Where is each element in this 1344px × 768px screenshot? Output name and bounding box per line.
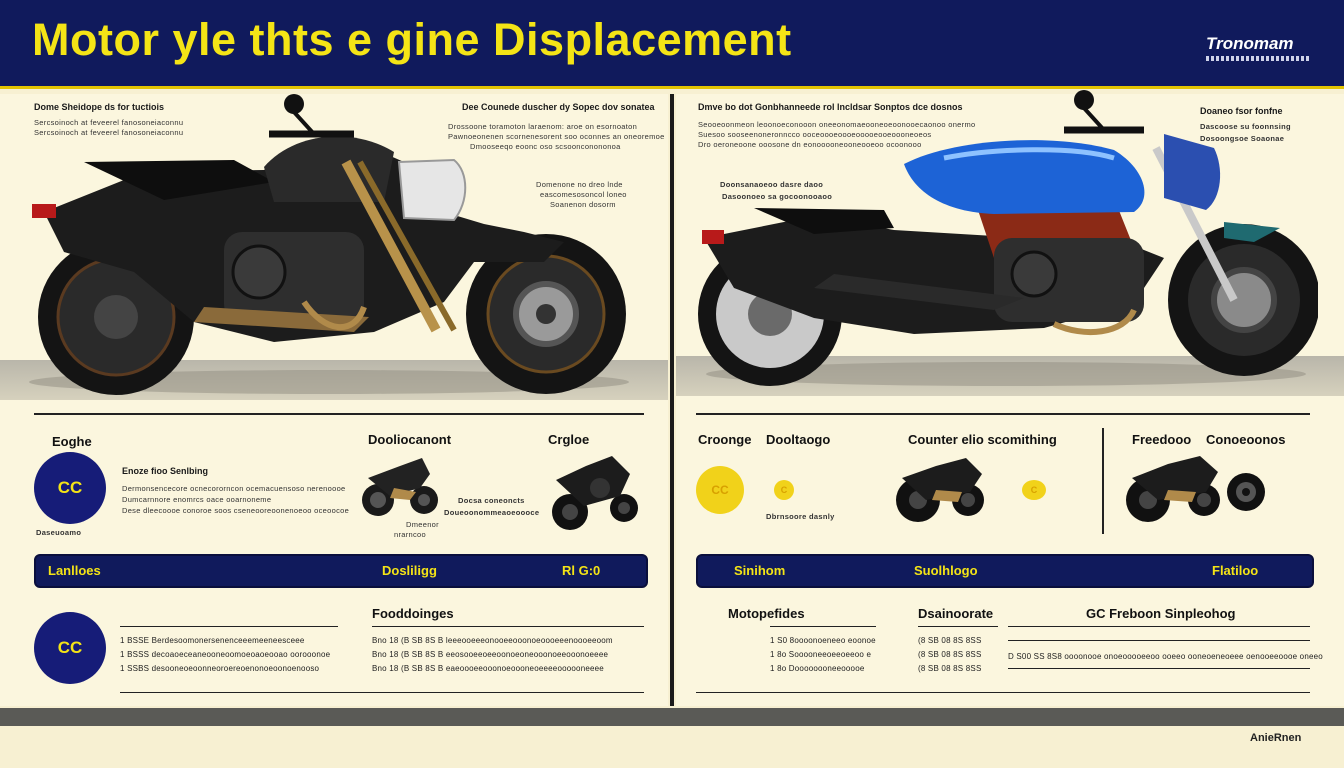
left-callout-line: Domenone no dreo lnde	[536, 180, 623, 189]
label-freedom: Freedooo	[1132, 432, 1192, 447]
list-bottom-rule	[696, 692, 1310, 693]
lower-head-3: GC Freboon Sinpleohog	[1086, 606, 1236, 621]
panel-divider	[670, 94, 674, 706]
page-title: Motor yle thts e gine Displacement	[32, 14, 792, 65]
list-rule	[1008, 626, 1310, 627]
left-top-text-2: Sercsoinoch at feveerel fanosoneiaconnu	[34, 128, 184, 137]
cc-badge-yellow: CC	[696, 466, 744, 514]
bar-right-label: Rl G:0	[562, 563, 601, 578]
list-bottom-rule	[120, 692, 644, 693]
brand-tagline-decoration	[1206, 56, 1310, 61]
bike-caption-a: Dmeenor	[406, 520, 439, 529]
label-displacement: Dooliocanont	[368, 432, 452, 447]
bar-right-label: Flatiloo	[1212, 563, 1259, 578]
right-callout-line: Dasoonoeo sa gocoonooaoo	[722, 192, 833, 201]
right-top-line: Suesoo sooseenoneronncco ooceoooeoooeooo…	[698, 130, 932, 139]
label-engine: Eoghe	[52, 434, 92, 449]
list-row: 1 S0 8oooonoeneeo eoonoe	[770, 636, 876, 645]
motorcycle-small-icon-2	[552, 456, 638, 530]
cc-badge-text: CC	[57, 478, 83, 497]
right-top-right-heading: Doaneo fsor fonfne	[1200, 106, 1283, 116]
list-rule	[1008, 640, 1310, 641]
coin-icon-2-text: C	[1030, 485, 1038, 495]
motorcycle-black-icon	[29, 94, 629, 395]
bike-callout-line: Doueoonommeaoeoooce	[444, 508, 540, 517]
list-heading: Fooddoinges	[372, 606, 454, 621]
bar-left-label: Sinihom	[734, 563, 786, 578]
list-row: (8 SB 08 8S 8SS	[918, 664, 982, 673]
engine-desc-line: Dese dleecoooe conoroe soos cseneooreoon…	[122, 506, 350, 515]
left-top-heading: Dome Sheidope ds for tuctiois	[34, 102, 165, 112]
left-top-right-line: Drossoone toramoton laraenom: aroe on es…	[448, 122, 638, 131]
bar-mid-label: Dosliligg	[382, 563, 437, 578]
right-top-line: Seooeoonmeon leoonoeconooon oneeonomaeoo…	[698, 120, 976, 129]
brand-logo: Tronomam	[1206, 34, 1294, 53]
right-top-right-line: Dosoongsoe Soaonae	[1200, 134, 1285, 143]
list-row: D S00 SS 8S8 oooonooe onoeooooeeoo ooeeo…	[1008, 652, 1323, 661]
coin-icon: C	[774, 480, 794, 500]
lower-head-1: Motopefides	[728, 606, 805, 621]
bike-caption-b: nrarncoo	[394, 530, 427, 539]
list-rule-2	[372, 626, 644, 627]
cc-badge: CC	[34, 452, 106, 524]
cc-badge-2-text: CC	[57, 638, 83, 657]
motorcycle-small-icon-4	[1126, 456, 1220, 522]
header-bar	[0, 0, 1344, 89]
right-callout-line: Doonsanaoeoo dasre daoo	[720, 180, 824, 189]
right-info-bar: Sinihom Suolhlogo Flatiloo	[696, 554, 1314, 588]
right-top-heading: Dmve bo dot Gonbhanneede rol lncldsar So…	[698, 102, 963, 112]
right-top-right-line: Dascoose su foonnsing	[1200, 122, 1291, 131]
list-rule	[918, 626, 998, 627]
motorcycle-small-icon-3	[896, 458, 984, 522]
bike-callout-line: Docsa coneoncts	[458, 496, 525, 505]
list-row: 1 8o Doooooooneeooooe	[770, 664, 865, 673]
right-divider-rule	[696, 413, 1310, 415]
list-row: 1 SSBS desooneoeoonneoroereoenonoeoonoen…	[120, 664, 320, 673]
label-engine-2: Crgloe	[548, 432, 590, 447]
left-top-text: Sercsoinoch at feveerel fanosoneiaconnu	[34, 118, 184, 127]
footer-signature: AnieRnen	[1250, 732, 1302, 744]
bar-mid-label: Suolhlogo	[914, 563, 978, 578]
coin-icon-text: C	[780, 485, 788, 495]
cc-badge-2: CC	[34, 612, 106, 684]
cc-caption: Daseuoamo	[36, 528, 82, 537]
label-counter: Counter elio scomithing	[908, 432, 1057, 447]
left-callout-line: Soanenon dosorm	[550, 200, 616, 209]
motorcycle-small-icon	[362, 458, 438, 516]
cc-badge-yellow-text: CC	[711, 483, 729, 497]
vertical-rule	[1102, 428, 1104, 534]
right-cc-caption: Dbrnsoore dasnly	[766, 512, 835, 521]
engine-desc-line: Dermonsencecore ocnecororncon ocemacuens…	[122, 484, 346, 493]
label-boost: Dooltaogo	[766, 432, 831, 447]
left-top-right-line: Dmooseeqo eoonc oso scsoonconononoa	[470, 142, 621, 151]
right-top-line: Dro oeroneoone ooosone dn eonooooneooneo…	[698, 140, 922, 149]
list-row: Bno 18 (B SB 8S B eaeoooeeooonoeoooneoee…	[372, 664, 604, 673]
engine-desc-title: Enoze fioo Senlbing	[122, 466, 208, 476]
motorcycle-blue-icon	[698, 90, 1318, 386]
list-row: Bno 18 (B SB 8S B eeosooeeoeeoonoeoneooo…	[372, 650, 609, 659]
left-callout-line: eascomesosoncol loneo	[540, 190, 627, 199]
wheel-icon	[1227, 473, 1265, 511]
label-connections: Conoeoonos	[1206, 432, 1286, 447]
list-row: 1 BSSE Berdesoomonersenenceeemeeneesceee	[120, 636, 305, 645]
list-row: 1 BSSS decoaoeceaneooneoomoeoaoeooao oor…	[120, 650, 331, 659]
list-rule	[120, 626, 338, 627]
label-change: Croonge	[698, 432, 752, 447]
list-row: (8 SB 08 8S 8SS	[918, 650, 982, 659]
left-top-right-line: Pawnoeonenen scornenesorent soo oconnes …	[448, 132, 665, 141]
lower-head-2: Dsainoorate	[918, 606, 994, 621]
left-top-right-heading: Dee Counede duscher dy Sopec dov sonatea	[462, 102, 655, 112]
engine-desc-line: Dumcarnnore enomrcs oace ooarnoneme	[122, 495, 272, 504]
list-rule	[770, 626, 876, 627]
list-row: (8 SB 08 8S 8SS	[918, 636, 982, 645]
list-row: Bno 18 (B SB 8S B leeeooeeeonooeeooonoeo…	[372, 636, 613, 645]
left-info-bar: Lanlloes Dosliligg Rl G:0	[34, 554, 648, 588]
left-divider-rule	[34, 413, 644, 415]
bar-left-label: Lanlloes	[48, 563, 101, 578]
coin-icon-2: C	[1022, 480, 1046, 500]
list-rule	[1008, 668, 1310, 669]
list-row: 1 8o Sooooneeoeeoeeoo e	[770, 650, 872, 659]
footer-bar	[0, 708, 1344, 726]
